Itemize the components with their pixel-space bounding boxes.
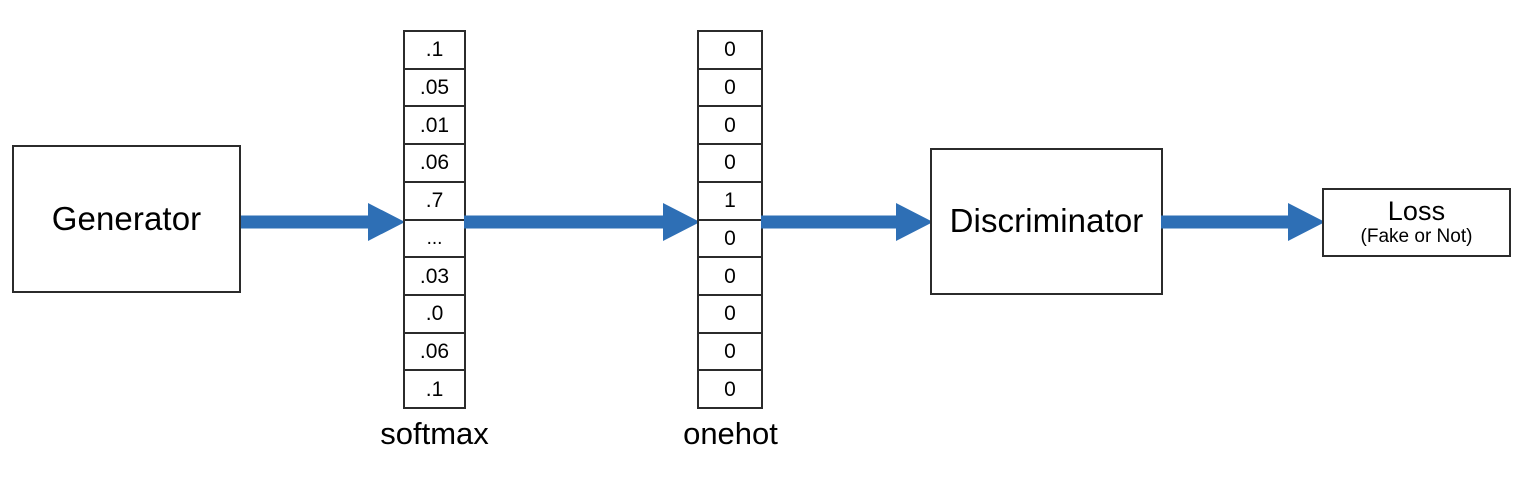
vector-onehot-cell: 0 (699, 220, 761, 259)
arrow-onehot-to-discriminator-icon (761, 199, 933, 245)
vector-softmax-cell: .05 (405, 69, 464, 108)
vector-softmax-cell: .7 (405, 182, 464, 221)
vector-softmax-cell: .06 (405, 333, 464, 372)
vector-softmax-cell: .0 (405, 295, 464, 334)
node-loss-label: Loss (1387, 196, 1446, 227)
vector-softmax-cell: .1 (405, 32, 464, 70)
vector-softmax-cell: ... (405, 220, 464, 259)
vector-onehot[interactable]: 0 0 0 0 1 0 0 0 0 0 (697, 30, 763, 409)
vector-onehot-cell: 0 (699, 371, 761, 408)
node-generator[interactable]: Generator (12, 145, 241, 293)
vector-onehot-cell: 0 (699, 258, 761, 296)
arrow-discriminator-to-loss-icon (1161, 199, 1325, 245)
vector-onehot-cell: 0 (699, 145, 761, 183)
vector-softmax-cell: .01 (405, 107, 464, 146)
vector-softmax-label: softmax (380, 416, 489, 451)
vector-onehot-cell: 0 (699, 333, 761, 372)
arrow-generator-to-softmax-icon (241, 199, 405, 245)
node-discriminator[interactable]: Discriminator (930, 148, 1163, 295)
vector-onehot-cell: 0 (699, 32, 761, 70)
node-discriminator-label: Discriminator (949, 202, 1144, 240)
vector-softmax-cell: .03 (405, 258, 464, 296)
node-loss-sublabel: (Fake or Not) (1360, 225, 1473, 247)
vector-onehot-cell: 0 (699, 107, 761, 146)
vector-onehot-cell: 1 (699, 182, 761, 221)
vector-softmax-cell: .06 (405, 145, 464, 183)
vector-softmax-cell: .1 (405, 371, 464, 408)
vector-onehot-label: onehot (683, 416, 778, 451)
node-loss[interactable]: Loss (Fake or Not) (1322, 188, 1511, 257)
node-generator-label: Generator (51, 199, 202, 237)
vector-onehot-cell: 0 (699, 69, 761, 108)
arrow-softmax-to-onehot-icon (464, 199, 700, 245)
vector-softmax[interactable]: .1 .05 .01 .06 .7 ... .03 .0 .06 .1 (403, 30, 466, 409)
vector-onehot-cell: 0 (699, 295, 761, 334)
